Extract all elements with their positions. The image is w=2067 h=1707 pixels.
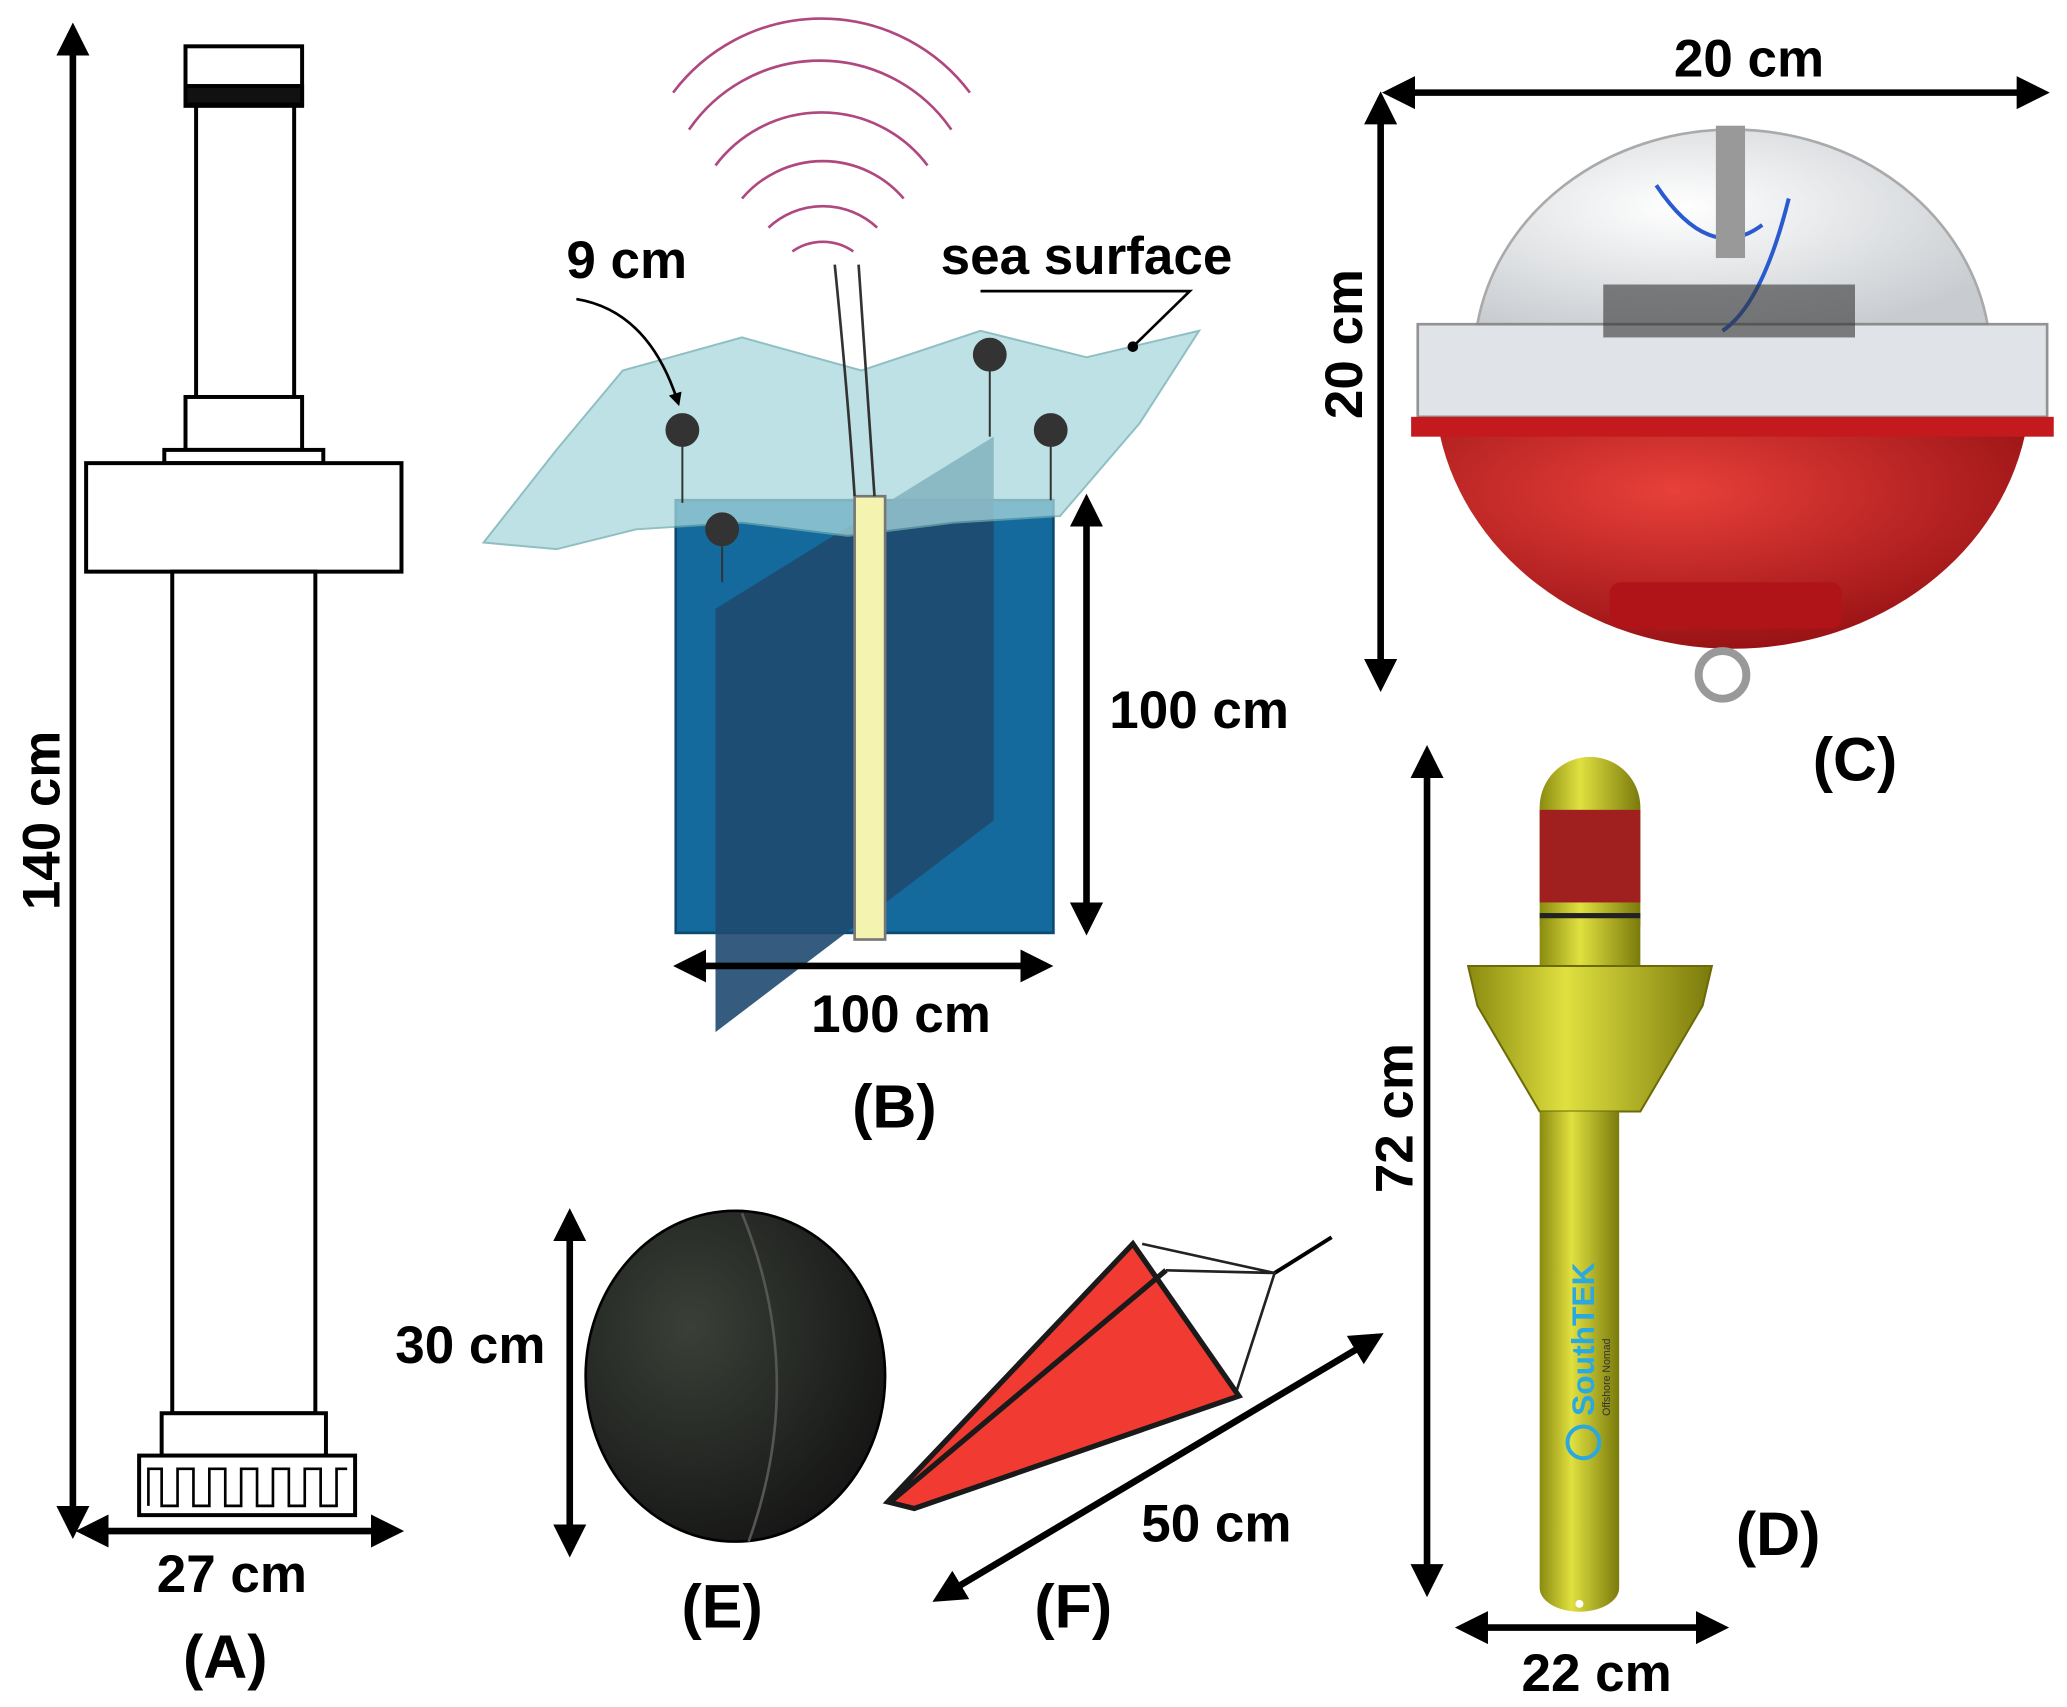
height-label-b: 100 cm	[1109, 681, 1289, 740]
brand-logo-icon	[1565, 1424, 1602, 1461]
panel-label-d: (D)	[1736, 1500, 1821, 1568]
height-label-c: 20 cm	[1315, 269, 1374, 419]
height-label-d: 72 cm	[1365, 1043, 1424, 1193]
panel-f-drogue	[882, 1235, 1333, 1512]
panel-label-b: (B)	[852, 1072, 937, 1140]
height-label-e: 30 cm	[395, 1316, 545, 1375]
sea-surface	[481, 329, 1202, 551]
width-label-a: 27 cm	[157, 1545, 307, 1604]
float-size-label: 9 cm	[566, 231, 687, 290]
panel-b-drifter	[481, 264, 1202, 1033]
width-label-d: 22 cm	[1521, 1644, 1671, 1703]
panel-label-c: (C)	[1813, 726, 1898, 794]
upper-tube	[194, 103, 297, 399]
main-tube	[170, 569, 318, 1416]
collar	[84, 461, 404, 574]
floats	[665, 337, 1068, 583]
signal-waves-icon	[672, 17, 971, 253]
panel-label-a: (A)	[183, 1623, 268, 1691]
width-label-c: 20 cm	[1674, 30, 1824, 89]
panel-label-e: (E)	[682, 1573, 763, 1641]
length-label-f: 50 cm	[1141, 1495, 1291, 1554]
sea-surface-label: sea surface	[941, 227, 1233, 286]
panel-c-buoy	[1411, 125, 2054, 703]
width-label-b: 100 cm	[811, 985, 991, 1044]
panel-d-drifter: SouthTEK Offshore Nomad	[1466, 756, 1714, 1612]
central-rod	[853, 494, 887, 941]
antenna	[833, 264, 876, 497]
brand-logo: SouthTEK	[1565, 1262, 1601, 1415]
length-arrow-f	[932, 1333, 1384, 1602]
height-label-a: 140 cm	[13, 731, 72, 910]
panel-a-drifter	[84, 44, 404, 1518]
panel-label-f: (F)	[1034, 1573, 1112, 1641]
brand-tagline: Offshore Nomad	[1601, 1338, 1613, 1415]
panel-e-sphere	[584, 1209, 887, 1543]
